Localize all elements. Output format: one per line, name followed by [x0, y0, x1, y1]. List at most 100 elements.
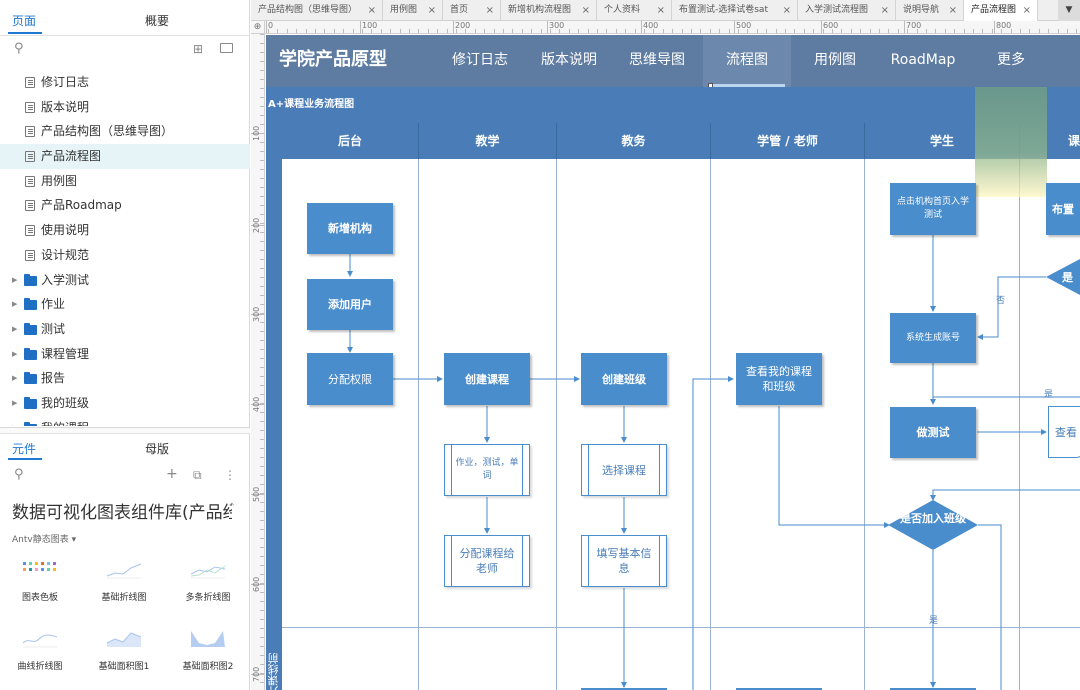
tree-page[interactable]: 产品结构图（思维导图） — [0, 119, 250, 144]
chevron-right-icon[interactable]: ▶ — [12, 374, 18, 383]
close-icon[interactable]: × — [948, 5, 957, 16]
node-join-class-decision[interactable]: 是否加入班级 — [900, 512, 966, 525]
node-assign-course-to-teacher[interactable]: 分配课程给老师 — [444, 535, 530, 587]
doc-tab[interactable]: 布置测试-选择试卷sat× — [672, 0, 798, 21]
ruler-label: 200 — [455, 21, 471, 30]
nav-item-use-case[interactable]: 用例图 — [814, 52, 856, 68]
page-icon — [25, 225, 35, 237]
close-icon[interactable]: × — [656, 5, 665, 16]
doc-tab[interactable]: 入学测试流程图× — [798, 0, 896, 21]
chevron-right-icon[interactable]: ▶ — [12, 349, 18, 358]
ruler-tick — [260, 511, 264, 512]
tree-page[interactable]: 使用说明 — [0, 218, 250, 243]
nav-item-flowchart[interactable]: 流程图 — [703, 35, 791, 87]
node-create-course[interactable]: 创建课程 — [444, 353, 530, 405]
doc-tab[interactable]: 个人资料× — [597, 0, 672, 21]
nav-item-revision-log[interactable]: 修订日志 — [452, 52, 508, 68]
tree-folder[interactable]: ▶测试 — [0, 317, 250, 342]
node-generate-account[interactable]: 系统生成账号 — [890, 313, 976, 363]
doc-tab[interactable]: 用例图× — [383, 0, 443, 21]
ruler-tick — [362, 29, 363, 33]
widget-basic-area-1[interactable]: 基础面积图1 — [84, 627, 164, 672]
tree-folder[interactable]: ▶报告 — [0, 366, 250, 391]
close-icon[interactable]: × — [1022, 5, 1031, 16]
search-icon[interactable]: ⚲ — [14, 467, 24, 482]
node-homework-test-words[interactable]: 作业，测试，单词 — [444, 444, 530, 496]
close-icon[interactable]: × — [367, 5, 376, 16]
node-course-decision[interactable]: 是 — [1062, 271, 1073, 284]
chevron-right-icon[interactable]: ▶ — [12, 416, 17, 426]
add-library-icon[interactable]: + — [166, 466, 178, 482]
ruler-tick — [521, 29, 523, 33]
widget-chart-palette[interactable]: 图表色板 — [0, 558, 80, 603]
library-selector[interactable]: 数据可视化图表组件库(产品经 ⌃ — [0, 496, 250, 524]
node-student-click-test[interactable]: 点击机构首页入学测试 — [890, 183, 976, 235]
tab-outline[interactable]: 概要 — [145, 14, 170, 28]
ruler-tick — [260, 295, 264, 296]
tree-folder[interactable]: ▶作业 — [0, 292, 250, 317]
ruler-origin-icon[interactable]: ⊕ — [251, 21, 265, 34]
node-create-class[interactable]: 创建班级 — [581, 353, 667, 405]
tree-folder[interactable]: ▶我的班级 — [0, 391, 250, 416]
panel-divider[interactable] — [0, 427, 250, 434]
tree-page[interactable]: 版本说明 — [0, 95, 250, 120]
node-add-user[interactable]: 添加用户 — [307, 279, 393, 330]
tab-list-menu-icon[interactable]: ▼ — [1058, 0, 1080, 21]
tree-page[interactable]: 产品Roadmap — [0, 193, 250, 218]
add-folder-icon[interactable] — [220, 43, 233, 53]
folder-icon — [24, 298, 37, 311]
search-icon[interactable]: ⚲ — [14, 41, 24, 56]
doc-tab[interactable]: 新增机构流程图× — [501, 0, 597, 21]
tree-page[interactable]: 产品流程图 — [0, 144, 250, 169]
widget-basic-area-2[interactable]: 基础面积图2 — [168, 627, 248, 672]
design-canvas[interactable]: 学院产品原型 修订日志 版本说明 思维导图 流程图 用例图 RoadMap 更多… — [266, 35, 1080, 690]
close-icon[interactable]: × — [880, 5, 889, 16]
close-icon[interactable]: × — [427, 5, 436, 16]
chevron-right-icon[interactable]: ▶ — [12, 275, 18, 284]
node-add-org[interactable]: 新增机构 — [307, 203, 393, 254]
nav-item-release-notes[interactable]: 版本说明 — [541, 52, 597, 68]
doc-tab[interactable]: 首页× — [443, 0, 501, 21]
close-icon[interactable]: × — [782, 5, 791, 16]
tree-page[interactable]: 用例图 — [0, 169, 250, 194]
ruler-tick — [251, 314, 264, 315]
close-icon[interactable]: × — [581, 5, 590, 16]
tab-masters[interactable]: 母版 — [145, 442, 170, 456]
library-group[interactable]: Antv静态图表 ▾ — [12, 535, 77, 545]
widget-multi-line[interactable]: 多条折线图 — [168, 558, 248, 603]
more-options-icon[interactable]: ⋮ — [224, 468, 236, 482]
folder-icon — [24, 421, 37, 426]
doc-tab[interactable]: 说明导航× — [896, 0, 964, 21]
tree-item-label: 产品Roadmap — [41, 198, 122, 213]
tree-folder[interactable]: ▶我的课程 — [0, 416, 250, 426]
nav-item-roadmap[interactable]: RoadMap — [890, 52, 956, 68]
doc-tab[interactable]: 产品结构图（思维导图）× — [251, 0, 383, 21]
ruler-tick — [266, 21, 267, 33]
tree-folder[interactable]: ▶入学测试 — [0, 268, 250, 293]
chevron-right-icon[interactable]: ▶ — [12, 324, 18, 333]
nav-item-more[interactable]: 更多 — [997, 52, 1025, 68]
tree-page[interactable]: 设计规范 — [0, 243, 250, 268]
tab-components[interactable]: 元件 — [12, 442, 37, 456]
widget-curve-line[interactable]: 曲线折线图 — [0, 627, 80, 672]
tab-pages[interactable]: 页面 — [12, 14, 37, 28]
widget-basic-line[interactable]: 基础折线图 — [84, 558, 164, 603]
close-icon[interactable]: × — [485, 5, 494, 16]
node-select-course[interactable]: 选择课程 — [581, 444, 667, 496]
doc-tab[interactable]: 产品流程图× — [964, 0, 1038, 21]
chevron-right-icon[interactable]: ▶ — [12, 398, 18, 407]
tree-page[interactable]: 修订日志 — [0, 70, 250, 95]
node-assign-permission[interactable]: 分配权限 — [307, 353, 393, 405]
chevron-right-icon[interactable]: ▶ — [12, 300, 18, 309]
node-fill-basic-info[interactable]: 填写基本信息 — [581, 535, 667, 587]
node-do-test[interactable]: 做测试 — [890, 407, 976, 458]
node-view[interactable]: 查看 — [1048, 406, 1080, 458]
node-arrange[interactable]: 布置 — [1046, 183, 1080, 235]
ruler-label: 0 — [268, 21, 274, 30]
node-view-course-class[interactable]: 查看我的课程和班级 — [736, 353, 822, 405]
nav-item-mind-map[interactable]: 思维导图 — [629, 52, 685, 68]
library-copy-icon[interactable]: ⧉ — [193, 468, 202, 482]
tree-folder[interactable]: ▶课程管理 — [0, 342, 250, 367]
add-page-icon[interactable]: ⊞ — [193, 42, 204, 56]
ruler-tick — [775, 29, 777, 33]
